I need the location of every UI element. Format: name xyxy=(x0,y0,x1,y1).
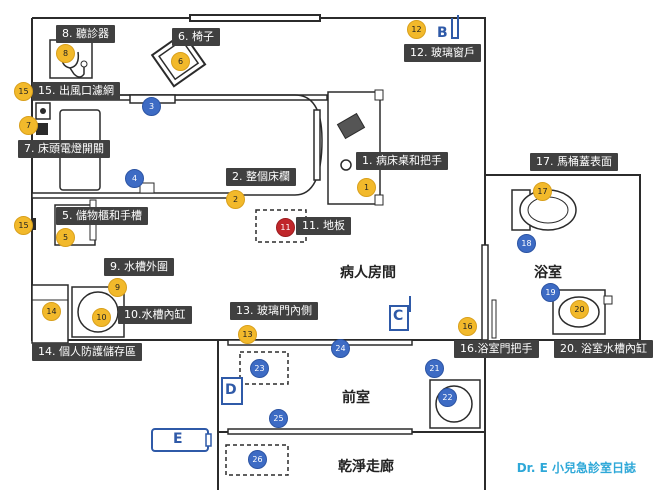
marker-15-top: 15 xyxy=(14,82,33,101)
label-floor: 11. 地板 xyxy=(296,217,351,235)
room-patient: 病人房間 xyxy=(340,265,396,281)
marker-6: 6 xyxy=(171,52,190,71)
marker-20: 20 xyxy=(570,300,589,319)
room-bath: 浴室 xyxy=(534,265,562,281)
marker-9: 9 xyxy=(108,278,127,297)
label-glass-door: 13. 玻璃門內側 xyxy=(230,302,318,320)
marker-12: 12 xyxy=(407,20,426,39)
label-window: 12. 玻璃窗戶 xyxy=(404,44,481,62)
marker-7: 7 xyxy=(19,116,38,135)
marker-5: 5 xyxy=(56,228,75,247)
label-vent-filter: 15. 出風口濾網 xyxy=(32,82,120,100)
room-corridor: 乾淨走廊 xyxy=(338,459,394,475)
label-chair: 6. 椅子 xyxy=(172,28,220,46)
marker-10: 10 xyxy=(92,308,111,327)
label-ppe-storage: 14. 個人防護儲存區 xyxy=(32,343,142,361)
room-anteroom: 前室 xyxy=(342,390,370,406)
author-credit: Dr. E 小兒急診室日誌 xyxy=(516,461,636,475)
marker-23: 23 xyxy=(250,359,269,378)
corridor-door xyxy=(227,428,413,435)
bathroom-door xyxy=(481,244,489,341)
label-light-switch: 7. 床頭電燈開關 xyxy=(18,140,110,158)
marker-16: 16 xyxy=(458,317,477,336)
marker-17: 17 xyxy=(533,182,552,201)
label-sink-basin: 10.水槽內缸 xyxy=(118,306,192,324)
label-bed-table: 1. 病床桌和把手 xyxy=(356,152,448,170)
marker-letter-e: E xyxy=(173,431,183,447)
marker-letter-b: B xyxy=(437,25,448,41)
marker-letter-c: C xyxy=(393,308,404,324)
marker-11: 11 xyxy=(276,218,295,237)
marker-25: 25 xyxy=(269,409,288,428)
label-stethoscope: 8. 聽診器 xyxy=(56,25,115,43)
label-bath-door-handle: 16.浴室門把手 xyxy=(454,340,539,358)
glass-door xyxy=(227,339,413,346)
marker-15-bottom: 15 xyxy=(14,216,33,235)
bathroom-door-handle xyxy=(491,299,497,339)
marker-22: 22 xyxy=(438,388,457,407)
marker-8: 8 xyxy=(56,44,75,63)
label-sink-rim: 9. 水槽外圍 xyxy=(104,258,174,276)
marker-1: 1 xyxy=(357,178,376,197)
marker-26: 26 xyxy=(248,450,267,469)
marker-18: 18 xyxy=(517,234,536,253)
marker-4: 4 xyxy=(125,169,144,188)
marker-14: 14 xyxy=(42,302,61,321)
marker-3: 3 xyxy=(142,97,161,116)
marker-24: 24 xyxy=(331,339,350,358)
window-top xyxy=(189,14,321,22)
label-bed-rail: 2. 整個床欄 xyxy=(226,168,296,186)
label-toilet-lid: 17. 馬桶蓋表面 xyxy=(530,153,618,171)
label-storage: 5. 儲物櫃和手槽 xyxy=(56,207,148,225)
marker-21: 21 xyxy=(425,359,444,378)
marker-19: 19 xyxy=(541,283,560,302)
marker-13: 13 xyxy=(238,325,257,344)
marker-letter-d: D xyxy=(225,382,237,398)
label-bath-sink: 20. 浴室水槽內缸 xyxy=(554,340,653,358)
corridor-wall xyxy=(217,432,486,490)
marker-2: 2 xyxy=(226,190,245,209)
